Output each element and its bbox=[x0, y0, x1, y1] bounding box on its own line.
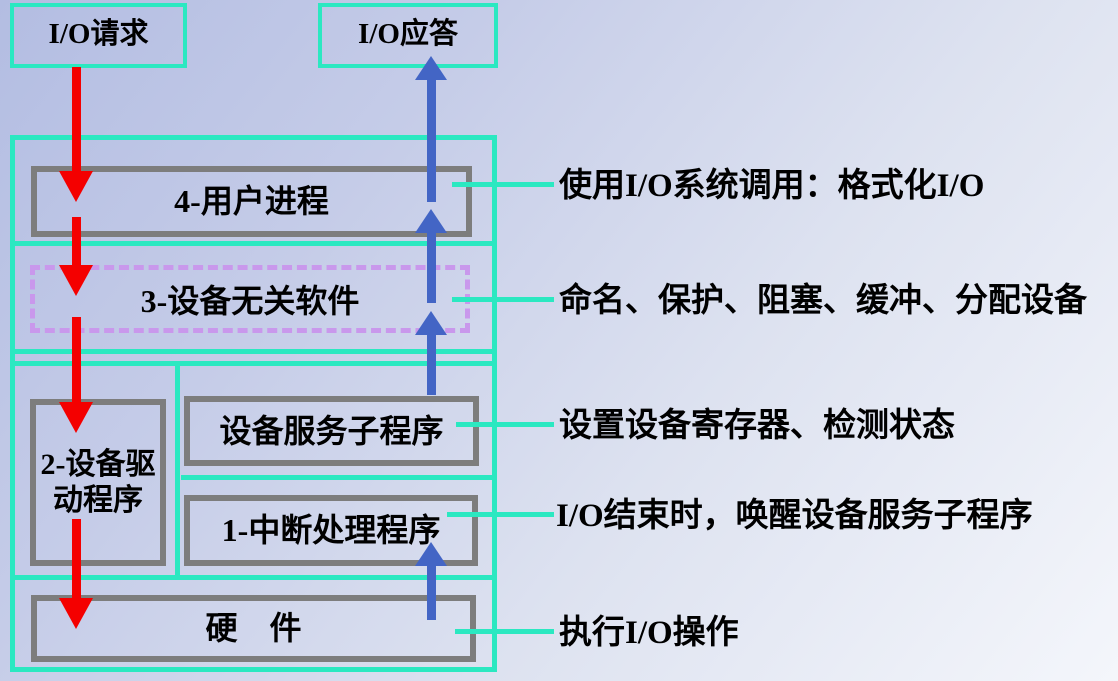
io-request-box: I/O请求 bbox=[10, 3, 187, 68]
io-reply-box: I/O应答 bbox=[318, 3, 498, 68]
layer2-label: 2-设备驱 动程序 bbox=[41, 447, 156, 519]
blue-arrow-line-layer3 bbox=[427, 335, 436, 395]
blue-arrow-line-top bbox=[427, 80, 436, 202]
annotation-hardware: 执行I/O操作 bbox=[559, 615, 739, 651]
blue-arrow-line-layer4 bbox=[427, 233, 436, 303]
blue-arrow-head-top bbox=[415, 56, 447, 80]
red-arrow-line-2 bbox=[72, 217, 81, 265]
layer2-label-line1: 2-设备驱 bbox=[40, 447, 156, 481]
layer2-device-driver-box: 2-设备驱 动程序 bbox=[30, 399, 166, 566]
divider-middle-top bbox=[10, 361, 497, 366]
hardware-label: 硬 件 bbox=[205, 610, 302, 647]
red-arrow-line-1 bbox=[72, 67, 81, 171]
device-service-label: 设备服务子程序 bbox=[219, 412, 444, 449]
layer1-label: 1-中断处理程序 bbox=[221, 512, 441, 549]
layer1-interrupt-handler-box: 1-中断处理程序 bbox=[184, 495, 478, 566]
red-arrow-line-3 bbox=[72, 317, 81, 402]
layer3-label: 3-设备无关软件 bbox=[140, 283, 360, 319]
divider-layer4-layer3 bbox=[10, 241, 497, 246]
annotation-interrupt: I/O结束时，唤醒设备服务子程序 bbox=[556, 498, 1033, 534]
layer4-user-process-box: 4-用户进程 bbox=[31, 166, 472, 237]
blue-arrow-head-layer4 bbox=[415, 209, 447, 233]
layer4-label: 4-用户进程 bbox=[174, 183, 329, 220]
layer3-device-independent-box: 3-设备无关软件 bbox=[30, 265, 470, 333]
layer2-label-line2: 动程序 bbox=[53, 483, 143, 517]
annotation-device-service: 设置设备寄存器、检测状态 bbox=[559, 408, 955, 444]
outer-frame bbox=[10, 135, 497, 672]
connector-interrupt bbox=[447, 512, 554, 517]
red-arrow-head-2 bbox=[59, 265, 93, 296]
red-arrow-head-4 bbox=[59, 598, 93, 629]
divider-layer3-bottom bbox=[10, 349, 497, 354]
annotation-device-independent: 命名、保护、阻塞、缓冲、分配设备 bbox=[559, 283, 1087, 319]
connector-device-independent bbox=[452, 297, 554, 302]
blue-arrow-head-interrupt bbox=[415, 542, 447, 566]
divider-driver-column bbox=[175, 361, 180, 580]
connector-hardware bbox=[455, 629, 554, 634]
connector-device-service bbox=[456, 422, 554, 427]
red-arrow-line-4 bbox=[72, 519, 81, 598]
device-service-box: 设备服务子程序 bbox=[184, 396, 479, 466]
io-reply-label: I/O应答 bbox=[358, 18, 458, 50]
divider-middle-hardware bbox=[10, 575, 497, 580]
blue-arrow-line-interrupt bbox=[427, 566, 436, 620]
hardware-box: 硬 件 bbox=[31, 595, 476, 662]
red-arrow-head-1 bbox=[59, 171, 93, 202]
io-request-label: I/O请求 bbox=[48, 18, 149, 50]
connector-user-process bbox=[452, 182, 554, 187]
divider-service-interrupt bbox=[181, 475, 497, 480]
blue-arrow-head-layer3 bbox=[415, 311, 447, 335]
red-arrow-head-3 bbox=[59, 402, 93, 433]
annotation-user-process: 使用I/O系统调用：格式化I/O bbox=[559, 168, 985, 204]
